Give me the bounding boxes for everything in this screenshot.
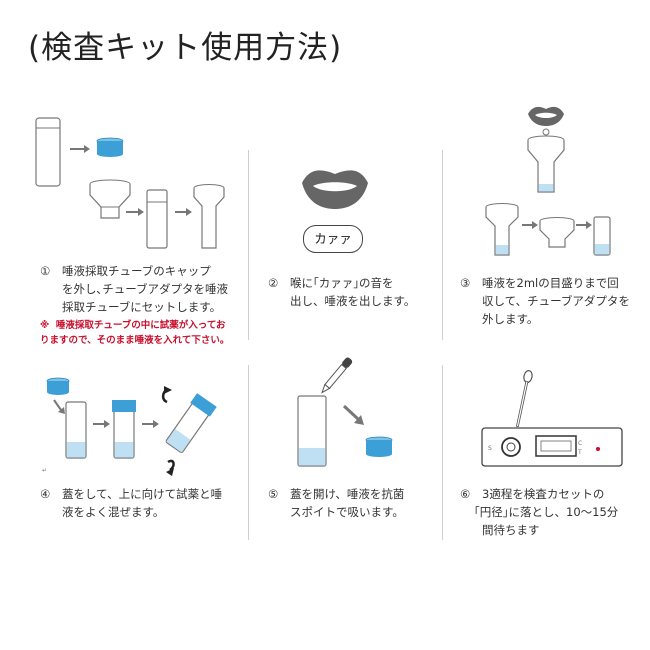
step1-illustration: [35, 117, 225, 249]
step-2: ② 喉に｢カァァ｣の音を 出し、唾液を出します。: [268, 274, 415, 310]
divider: [442, 365, 443, 540]
warning-note: ※ 唾液採取チューブの中に試薬が入ってお りますので、そのまま唾液を入れて下さい…: [40, 318, 229, 348]
collection-tube-icon: [593, 216, 611, 256]
arrow-right-icon: [142, 420, 159, 428]
blue-cap-icon: [46, 377, 70, 395]
step-text: ｢円径｣に落とし、10～15分: [474, 505, 619, 519]
step-text: 蓋を開け、唾液を抗菌: [290, 487, 405, 501]
arrow-right-icon: [576, 221, 592, 229]
step-text: 3適程を検査カセットの: [482, 487, 605, 501]
step-number: ⑥: [460, 487, 471, 501]
collection-tube-icon: [35, 117, 61, 187]
divider: [248, 150, 249, 340]
step-5: ⑤ 蓋を開け、唾液を抗菌 スポイトで吸います。: [268, 485, 404, 521]
collection-tube-icon: [146, 189, 168, 249]
return-mark: ↵: [42, 467, 47, 474]
divider: [442, 150, 443, 340]
arrow-down-right-icon: [53, 399, 65, 414]
tube-adapter-icon: [89, 179, 131, 219]
cassette-c-label: C: [578, 440, 582, 447]
saliva-drop-icon: [542, 128, 550, 136]
step-text: 唾液採取チューブのキャップ: [62, 264, 211, 278]
cassette-s-label: S: [488, 445, 492, 452]
arrow-right-icon: [70, 145, 90, 153]
step4-illustration: ↵: [42, 377, 217, 476]
step-text: 唾液を2mlの目盛りまで回: [482, 276, 619, 290]
warning-mark: ※: [40, 320, 50, 331]
collection-tube-icon: [65, 401, 87, 459]
tilted-tube-icon: [165, 393, 217, 454]
step-number: ③: [460, 276, 471, 290]
blue-cap-icon: [365, 436, 393, 457]
divider: [248, 365, 249, 540]
shake-arrow-icon: [161, 386, 175, 476]
step-text: 喉に｢カァァ｣の音を: [290, 276, 394, 290]
blue-cap-icon: [96, 137, 124, 157]
collection-tube-icon: [297, 395, 327, 467]
step-text: 採取チューブにセットします。: [62, 300, 222, 314]
step-text: 出し、唾液を出します。: [290, 294, 416, 308]
cassette-t-label: T: [577, 449, 582, 456]
arrow-down-right-icon: [342, 404, 364, 425]
step2-illustration: [302, 170, 368, 209]
step-text: 外します。: [482, 312, 539, 326]
arrow-right-icon: [93, 420, 110, 428]
arrow-right-icon: [522, 221, 538, 229]
pipette-icon: [515, 370, 533, 428]
step-number: ④: [40, 487, 51, 501]
mouth-icon: [302, 170, 368, 209]
sound-bubble: カァァ: [303, 225, 363, 253]
step-4: ④ 蓋をして、上に向けて試薬と唾 液をよく混ぜます。: [40, 485, 222, 521]
tube-with-adapter-icon: [527, 135, 565, 193]
test-cassette-icon: S C T: [481, 427, 623, 467]
tube-with-adapter-icon: [193, 184, 225, 249]
step6-illustration: S C T: [481, 370, 623, 467]
step-3: ③ 唾液を2mlの目盛りまで回 収して、チューブアダプタを 外します。: [460, 274, 630, 328]
step-number: ①: [40, 264, 51, 278]
step-text: 液をよく混ぜます。: [62, 505, 165, 519]
arrow-right-icon: [126, 208, 144, 216]
warning-text: りますので、そのまま唾液を入れて下さい。: [40, 335, 230, 346]
tube-adapter-icon: [539, 217, 575, 248]
step-6: ⑥ 3適程を検査カセットの ｢円径｣に落とし、10～15分 間待ちます: [460, 485, 618, 539]
step-text: 蓋をして、上に向けて試薬と唾: [62, 487, 223, 501]
step-text: を外し､チューブアダプタを唾液: [62, 282, 229, 296]
brand-logo-icon: [596, 447, 600, 451]
step-text: 収して、チューブアダプタを: [482, 294, 630, 308]
step-text: スポイトで吸います。: [290, 505, 404, 519]
mouth-icon: [528, 106, 564, 126]
tube-with-adapter-icon: [485, 203, 519, 256]
step-number: ⑤: [268, 487, 279, 501]
page-title: (検査キット使用方法): [28, 30, 343, 66]
arrow-right-icon: [175, 208, 192, 216]
step5-illustration: [297, 357, 393, 467]
step3-illustration: [485, 106, 611, 256]
step-number: ②: [268, 276, 279, 290]
dropper-icon: [321, 357, 353, 394]
step-text: 間待ちます: [482, 523, 540, 537]
capped-tube-icon: [112, 400, 136, 459]
warning-text: 唾液採取チューブの中に試薬が入ってお: [55, 320, 226, 331]
step-1: ① 唾液採取チューブのキャップ を外し､チューブアダプタを唾液 採取チューブにセッ…: [40, 262, 228, 316]
